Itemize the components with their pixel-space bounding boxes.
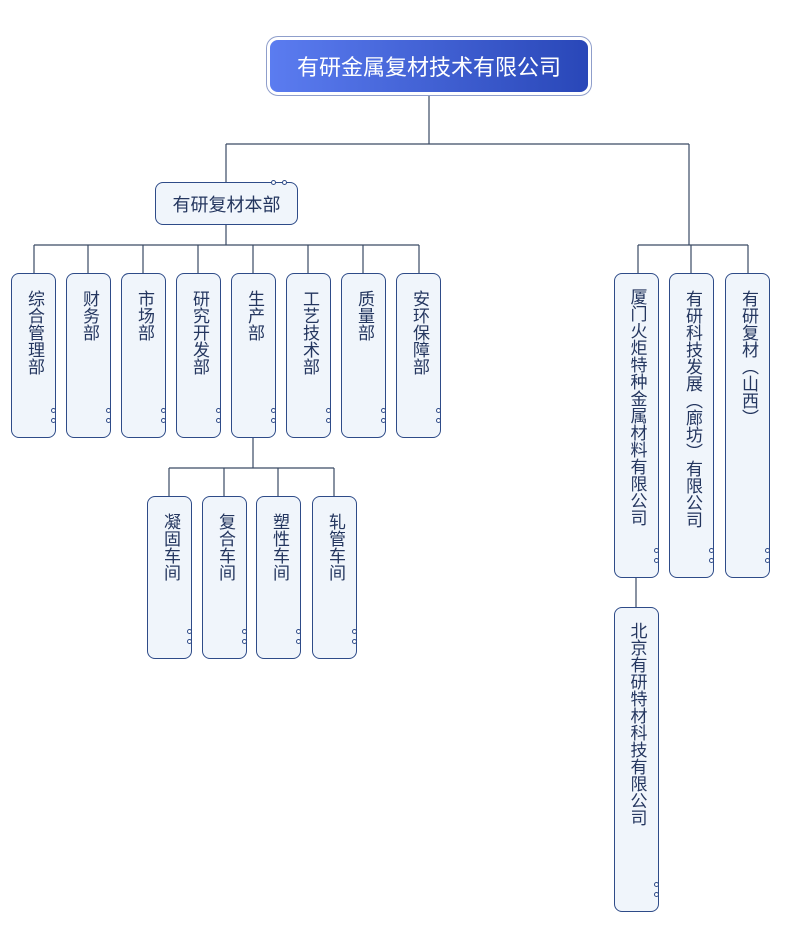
connector-dot bbox=[326, 418, 331, 423]
department-node: 安环保障部 bbox=[396, 273, 441, 438]
department-label: 生产部 bbox=[244, 290, 264, 341]
connector-dot bbox=[106, 408, 111, 413]
department-node: 综合管理部 bbox=[11, 273, 56, 438]
connector-root bbox=[225, 92, 690, 245]
connector-dot bbox=[161, 418, 166, 423]
connector-dot bbox=[709, 548, 714, 553]
workshop-node: 轧管车间 bbox=[312, 496, 357, 659]
department-node: 质量部 bbox=[341, 273, 386, 438]
department-label: 市场部 bbox=[134, 290, 154, 341]
connector-dot bbox=[271, 418, 276, 423]
department-label: 工艺技术部 bbox=[299, 290, 319, 375]
department-node: 研究开发部 bbox=[176, 273, 221, 438]
headquarters-label: 有研复材本部 bbox=[172, 194, 281, 216]
connector-dot bbox=[51, 408, 56, 413]
workshop-label: 轧管车间 bbox=[325, 513, 345, 581]
connector-dot bbox=[242, 639, 247, 644]
subsidiary-node: 有研复材（山西） bbox=[725, 273, 770, 578]
connector-dot bbox=[216, 418, 221, 423]
subsidiary-node: 有研科技发展（廊坊）有限公司 bbox=[669, 273, 714, 578]
sub-subsidiary-label: 北京有研特材科技有限公司 bbox=[626, 622, 647, 826]
department-label: 质量部 bbox=[354, 290, 374, 341]
workshop-node: 凝固车间 bbox=[147, 496, 192, 659]
connector-dot bbox=[242, 629, 247, 634]
connector-dot bbox=[187, 639, 192, 644]
connector-dot bbox=[436, 418, 441, 423]
connector-dot bbox=[765, 558, 770, 563]
subsidiary-label: 有研复材（山西） bbox=[738, 290, 758, 426]
department-node: 生产部 bbox=[231, 273, 276, 438]
connector-dot bbox=[216, 408, 221, 413]
connector-dot bbox=[654, 548, 659, 553]
workshop-node: 复合车间 bbox=[202, 496, 247, 659]
department-label: 财务部 bbox=[79, 290, 99, 341]
connector-dot bbox=[187, 629, 192, 634]
workshop-label: 复合车间 bbox=[215, 513, 235, 581]
connector-dot bbox=[381, 418, 386, 423]
headquarters-node: 有研复材本部 bbox=[155, 180, 298, 225]
connector-dot bbox=[51, 418, 56, 423]
connector-dot bbox=[106, 418, 111, 423]
workshop-node: 塑性车间 bbox=[256, 496, 301, 659]
department-node: 市场部 bbox=[121, 273, 166, 438]
hq-connector-dot-1 bbox=[271, 180, 276, 185]
connector-subsidiaries bbox=[637, 244, 749, 273]
department-node: 财务部 bbox=[66, 273, 111, 438]
department-label: 安环保障部 bbox=[409, 290, 429, 375]
connector-dot bbox=[765, 548, 770, 553]
connector-dot bbox=[161, 408, 166, 413]
sub-subsidiary-node: 北京有研特材科技有限公司 bbox=[614, 607, 659, 912]
connector-dot bbox=[436, 408, 441, 413]
connector-departments bbox=[33, 225, 420, 273]
root-company-label: 有研金属复材技术有限公司 bbox=[296, 56, 561, 81]
connector-dot bbox=[271, 408, 276, 413]
department-node: 工艺技术部 bbox=[286, 273, 331, 438]
connector-dot bbox=[654, 558, 659, 563]
subsidiary-label: 有研科技发展（廊坊）有限公司 bbox=[682, 290, 702, 528]
workshop-label: 塑性车间 bbox=[269, 513, 289, 581]
connector-dot bbox=[296, 629, 301, 634]
connector-dot bbox=[709, 558, 714, 563]
connector-dot bbox=[326, 408, 331, 413]
department-label: 综合管理部 bbox=[24, 290, 44, 375]
connector-dot bbox=[296, 639, 301, 644]
root-company-node: 有研金属复材技术有限公司 bbox=[270, 40, 588, 92]
subsidiary-node: 厦门火炬特种金属材料有限公司 bbox=[614, 273, 659, 578]
connector-dot bbox=[352, 629, 357, 634]
department-label: 研究开发部 bbox=[189, 290, 209, 375]
subsidiary-label: 厦门火炬特种金属材料有限公司 bbox=[626, 288, 647, 526]
connector-workshops bbox=[168, 438, 335, 496]
connector-dot bbox=[654, 882, 659, 887]
connector-dot bbox=[381, 408, 386, 413]
connector-dot bbox=[352, 639, 357, 644]
workshop-label: 凝固车间 bbox=[160, 513, 180, 581]
hq-connector-dot-2 bbox=[282, 180, 287, 185]
connector-dot bbox=[654, 892, 659, 897]
